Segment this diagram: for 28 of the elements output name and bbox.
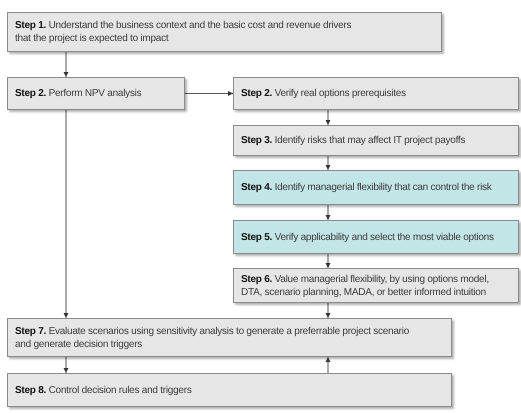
arrow [326, 302, 330, 318]
process-box [233, 268, 519, 303]
arrow [326, 110, 330, 126]
process-box [7, 373, 452, 407]
arrow [64, 52, 68, 78]
arrow [326, 204, 330, 220]
process-box [233, 220, 519, 254]
step-text: Step 7. Evaluate scenarios using sensitivity analysis to generate a preferrable project scenario and generate decision triggers [15, 324, 410, 350]
step-text: Step 1. Understand the business context and the basic cost and revenue drivers that the project is expected to impact [15, 19, 352, 45]
step-text: Step 2. Perform NPV analysis [15, 87, 142, 100]
process-box [233, 170, 519, 205]
arrow [326, 156, 330, 170]
arrow [64, 356, 68, 374]
step-text: Step 2. Verify real options prerequisites [241, 87, 406, 100]
arrow [326, 254, 330, 268]
step-text: Step 3. Identify risks that may affect IT project payoffs [241, 134, 466, 147]
step-text: Step 6. Value managerial flexibility, by using options model, DTA, scenario planning, MADA, or better informed intuition [241, 272, 490, 298]
arrow [64, 110, 68, 318]
process-box [7, 318, 452, 357]
process-box [233, 77, 519, 110]
step-text: Step 8. Control decision rules and triggers [15, 384, 192, 396]
process-box [233, 125, 519, 156]
arrow [184, 91, 234, 96]
step-text: Step 5. Verify applicability and select the most viable options [241, 230, 494, 244]
arrow [326, 356, 330, 374]
process-box [7, 77, 185, 110]
step-text: Step 4. Identify managerial flexibility that can control the risk [241, 181, 492, 194]
process-box [7, 12, 442, 52]
